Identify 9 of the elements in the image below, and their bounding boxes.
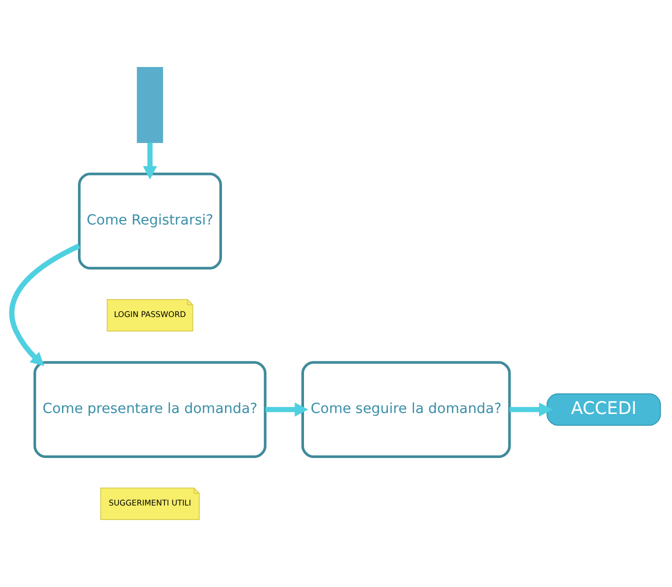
node-box: Come seguire la domanda? — [301, 361, 511, 458]
arrow — [9, 243, 80, 366]
node-box: Come Registrarsi? — [78, 172, 222, 270]
arrow — [265, 402, 308, 417]
node-box: ACCEDI — [546, 393, 661, 426]
arrow — [142, 142, 158, 180]
node-person — [136, 67, 164, 143]
arrow — [510, 402, 553, 417]
node-box: Come presentare la domanda? — [33, 361, 266, 458]
